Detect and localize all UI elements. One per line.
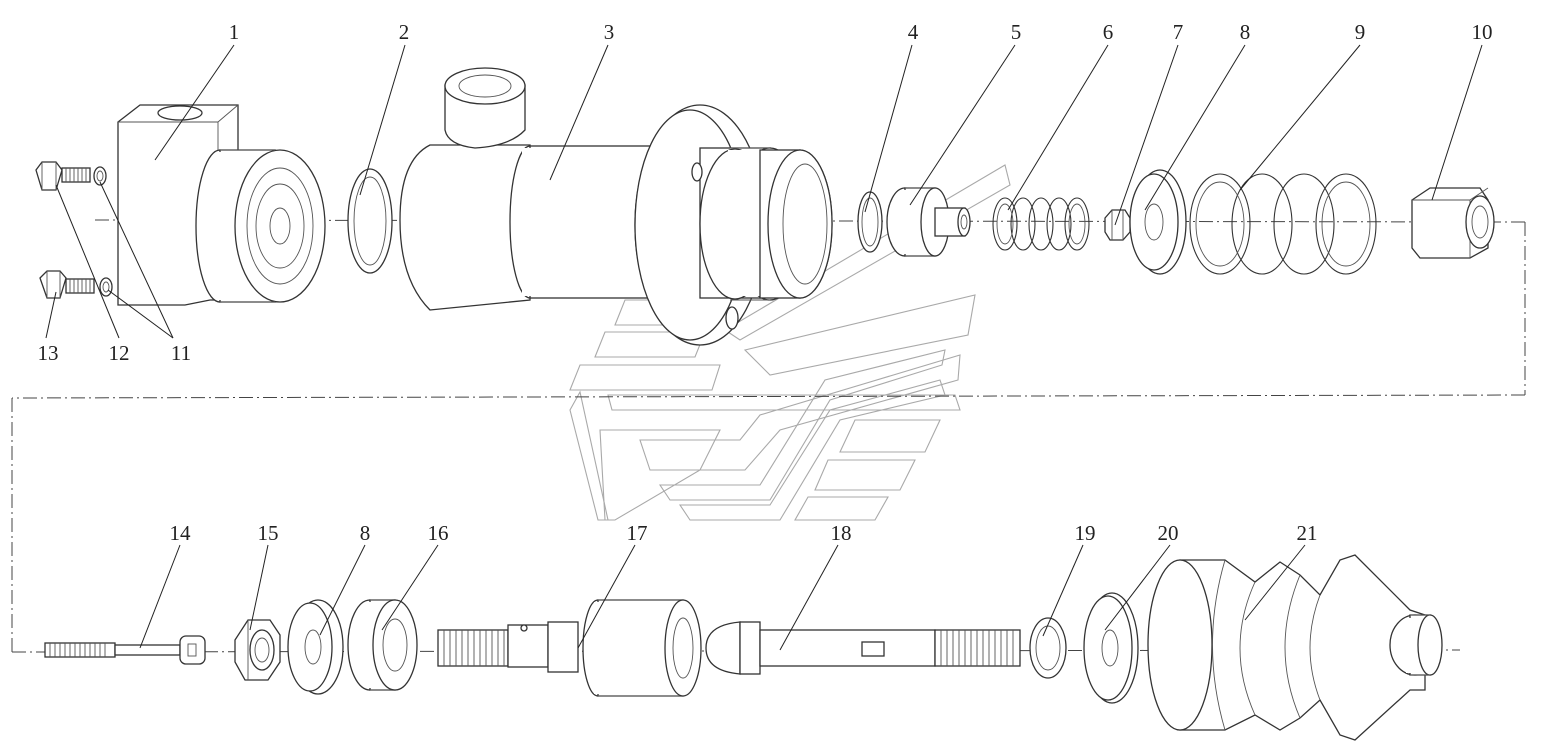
bolt-13 xyxy=(39,270,95,299)
label-part-2: 2 xyxy=(399,20,410,44)
hex-nut-15 xyxy=(234,619,281,681)
watermark-logo xyxy=(569,164,1011,521)
label-part-19: 19 xyxy=(1075,521,1096,545)
label-part-1: 1 xyxy=(229,20,240,44)
spring-seat-8 xyxy=(1129,169,1187,275)
hex-nut-10 xyxy=(1411,187,1495,259)
spring-9 xyxy=(1189,173,1377,275)
spring-6 xyxy=(992,197,1090,251)
bushing-16 xyxy=(347,599,418,691)
label-part-21: 21 xyxy=(1297,521,1318,545)
washer-20 xyxy=(1083,592,1139,704)
label-part-14: 14 xyxy=(170,521,192,545)
rod-18 xyxy=(705,621,1021,675)
part-labels: 1 2 3 4 5 6 7 8 9 10 11 12 13 14 15 8 16… xyxy=(38,20,1493,545)
label-part-11: 11 xyxy=(171,341,191,365)
label-part-8-lower: 8 xyxy=(360,521,371,545)
label-part-6: 6 xyxy=(1103,20,1114,44)
label-part-13: 13 xyxy=(38,341,59,365)
spring-seat-8-lower xyxy=(287,599,344,695)
label-part-3: 3 xyxy=(604,20,615,44)
push-rod-17 xyxy=(437,599,702,697)
o-ring-4 xyxy=(857,191,883,253)
leader-lines xyxy=(45,44,1483,651)
label-part-16: 16 xyxy=(428,521,449,545)
boot-21 xyxy=(1147,554,1443,741)
label-part-20: 20 xyxy=(1158,521,1179,545)
label-part-5: 5 xyxy=(1011,20,1022,44)
cylinder-body-3 xyxy=(399,67,833,346)
label-part-4: 4 xyxy=(908,20,919,44)
label-part-9: 9 xyxy=(1355,20,1366,44)
o-ring-2 xyxy=(347,168,393,274)
label-part-15: 15 xyxy=(258,521,279,545)
label-part-10: 10 xyxy=(1472,20,1493,44)
label-part-12: 12 xyxy=(109,341,130,365)
label-part-17: 17 xyxy=(627,521,648,545)
label-part-8: 8 xyxy=(1240,20,1251,44)
bolt-12 xyxy=(35,161,91,191)
nut-7 xyxy=(1104,209,1131,241)
lock-washers-11 xyxy=(93,166,113,297)
ring-19 xyxy=(1029,617,1067,679)
bracket-body-1 xyxy=(117,104,326,306)
label-part-18: 18 xyxy=(831,521,852,545)
long-bolt-14 xyxy=(44,635,206,665)
label-part-7: 7 xyxy=(1173,20,1184,44)
piston-5 xyxy=(886,187,971,257)
